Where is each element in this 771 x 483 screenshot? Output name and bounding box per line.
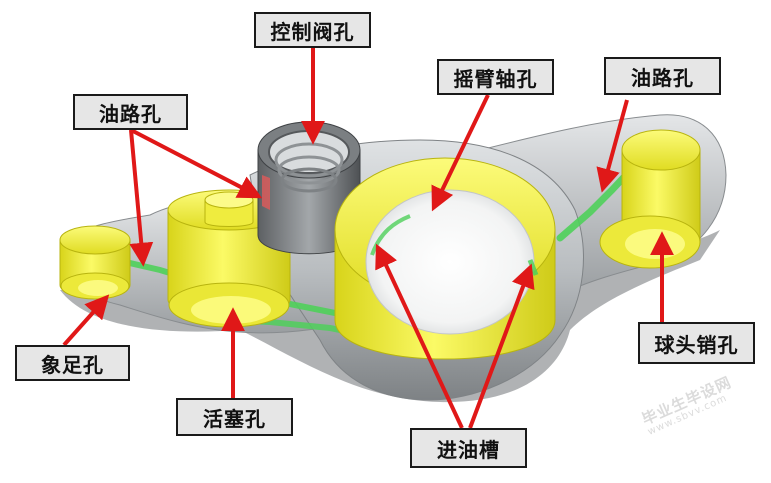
arrow-oil-path-left-1 bbox=[129, 129, 154, 267]
label-ball-pin-hole: 球头销孔 bbox=[638, 322, 755, 364]
leader-arrows bbox=[62, 48, 674, 429]
label-oil-path-hole-right: 油路孔 bbox=[604, 57, 721, 95]
arrow-elephant-foot bbox=[62, 294, 110, 347]
label-elephant-foot-hole: 象足孔 bbox=[15, 345, 130, 381]
label-oil-inlet-groove: 进油槽 bbox=[410, 428, 527, 468]
label-piston-hole: 活塞孔 bbox=[176, 398, 293, 436]
control-valve-cylinder bbox=[257, 121, 361, 255]
arrow-oil-path-left-2 bbox=[130, 128, 263, 199]
arrow-oil-groove-1 bbox=[375, 243, 464, 429]
label-oil-path-hole-left: 油路孔 bbox=[73, 94, 188, 130]
elephant-foot-cylinder bbox=[59, 225, 131, 300]
arrow-rocker-shaft bbox=[431, 94, 490, 212]
arrow-oil-path-right bbox=[596, 99, 629, 193]
arrow-oil-groove-2 bbox=[468, 263, 535, 429]
label-rocker-shaft-hole: 摇臂轴孔 bbox=[437, 59, 554, 95]
label-control-valve-hole: 控制阀孔 bbox=[254, 12, 371, 48]
